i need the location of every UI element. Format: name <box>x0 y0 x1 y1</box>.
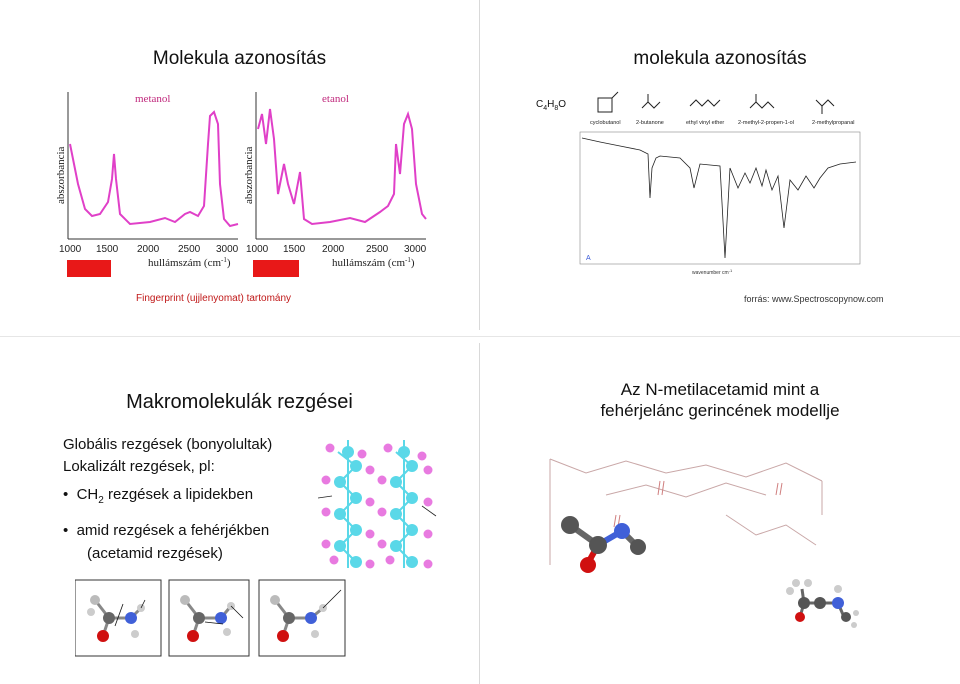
slide-divider-horizontal <box>0 336 960 337</box>
left-tick-1500: 1500 <box>96 244 119 255</box>
bullet-amide-cont: (acetamid rezgések) <box>87 545 223 562</box>
vibration-text-block: Globális rezgések (bonyolultak) Lokalizá… <box>63 434 323 564</box>
spectrum-x-label: wavenumber cm-1 <box>692 268 733 276</box>
left-ylabel: abszorbancia <box>55 146 67 204</box>
left-xlabel: hullámszám (cm-1) <box>148 256 231 269</box>
cyclobutanol-structure <box>597 97 613 113</box>
global-vibrations-line: Globális rezgések (bonyolultak) <box>63 436 273 453</box>
ethyl-vinyl-ether-structure <box>689 99 721 107</box>
local-vibrations-line: Lokalizált rezgések, pl: <box>63 458 215 475</box>
methylpropanal-structure <box>815 99 835 107</box>
etanol-label: etanol <box>322 93 349 105</box>
right-tick-2000: 2000 <box>322 244 345 255</box>
n-methylacetamide-model <box>786 579 859 628</box>
methylpropenol-structure <box>749 101 775 109</box>
slide-divider-vertical-top <box>479 0 480 330</box>
right-ylabel: abszorbancia <box>243 146 255 204</box>
molecule-name-2: 2-butanone <box>636 120 664 126</box>
slide-3-title: Makromolekulák rezgései <box>126 391 353 413</box>
slide-divider-vertical-bottom <box>479 343 480 684</box>
ir-transmittance-spectrum: A wavenumber cm-1 <box>579 131 861 276</box>
methyl-carbon-atom <box>630 539 646 555</box>
left-tick-2000: 2000 <box>137 244 160 255</box>
right-xlabel: hullámszám (cm-1) <box>332 256 415 269</box>
carbon-atom <box>561 516 579 534</box>
spectrum-marker-a: A <box>586 255 591 262</box>
molecule-name-5: 2-methylpropanal <box>812 120 855 126</box>
acetamide-panel-1 <box>75 579 162 657</box>
left-tick-2500: 2500 <box>178 244 201 255</box>
molecule-name-1: cyclobutanol <box>590 120 621 126</box>
slide-2-title: molekula azonosítás <box>633 48 807 69</box>
slide-4: Az N-metilacetamid mint a fehérjelánc ge… <box>480 343 960 684</box>
carbonyl-carbon-atom <box>589 536 607 554</box>
butanone-structure <box>641 101 661 109</box>
transmittance-curve <box>581 137 857 259</box>
oxygen-atom <box>580 557 596 573</box>
ir-spectra-alcohols-figure: abszorbancia abszorbancia metanol etanol… <box>50 84 430 284</box>
slide-1-title: Molekula azonosítás <box>152 48 327 69</box>
right-tick-3000: 3000 <box>404 244 427 255</box>
source-credit: forrás: www.Spectroscopynow.com <box>744 294 884 304</box>
bullet-ch2: • CH2 rezgések a lipidekben <box>63 486 254 506</box>
acetamide-panel-3 <box>258 579 346 657</box>
lipid-chain-model <box>318 440 437 569</box>
bullet-dot: • <box>63 486 77 503</box>
right-tick-1000: 1000 <box>246 244 269 255</box>
candidate-structures: cyclobutanol 2-butanone ethyl vinyl ethe… <box>590 91 855 126</box>
molecule-name-3: ethyl vinyl ether <box>686 120 724 126</box>
fingerprint-marker-left <box>67 260 111 277</box>
slide-1: Molekula azonosítás abszorbancia abszorb… <box>0 0 479 336</box>
right-tick-1500: 1500 <box>283 244 306 255</box>
fingerprint-caption: Fingerprint (ujjlenyomat) tartomány <box>136 293 292 304</box>
left-tick-1000: 1000 <box>59 244 82 255</box>
nitrogen-atom <box>614 523 630 539</box>
bullet-amide: • amid rezgések a fehérjékben <box>63 522 270 539</box>
slide-2: molekula azonosítás C4H8O cyclobutanol 2… <box>480 0 960 336</box>
slide-4-title: Az N-metilacetamid mint a fehérjelánc ge… <box>600 380 840 420</box>
acetamide-vibration-panels <box>75 579 346 657</box>
bullet-dot: • <box>63 522 77 539</box>
left-tick-3000: 3000 <box>216 244 239 255</box>
fingerprint-marker-right <box>253 260 299 277</box>
metanol-label: metanol <box>135 93 170 105</box>
slide-3: Makromolekulák rezgései Globális rezgése… <box>0 343 479 684</box>
molecule-name-4: 2-methyl-2-propen-1-ol <box>738 120 794 126</box>
protein-backbone-model <box>549 458 823 573</box>
molecular-formula: C4H8O <box>536 99 567 112</box>
right-tick-2500: 2500 <box>366 244 389 255</box>
etanol-spectrum-curve <box>257 108 427 226</box>
acetamide-panel-2 <box>168 579 250 657</box>
metanol-spectrum-curve <box>69 110 239 228</box>
